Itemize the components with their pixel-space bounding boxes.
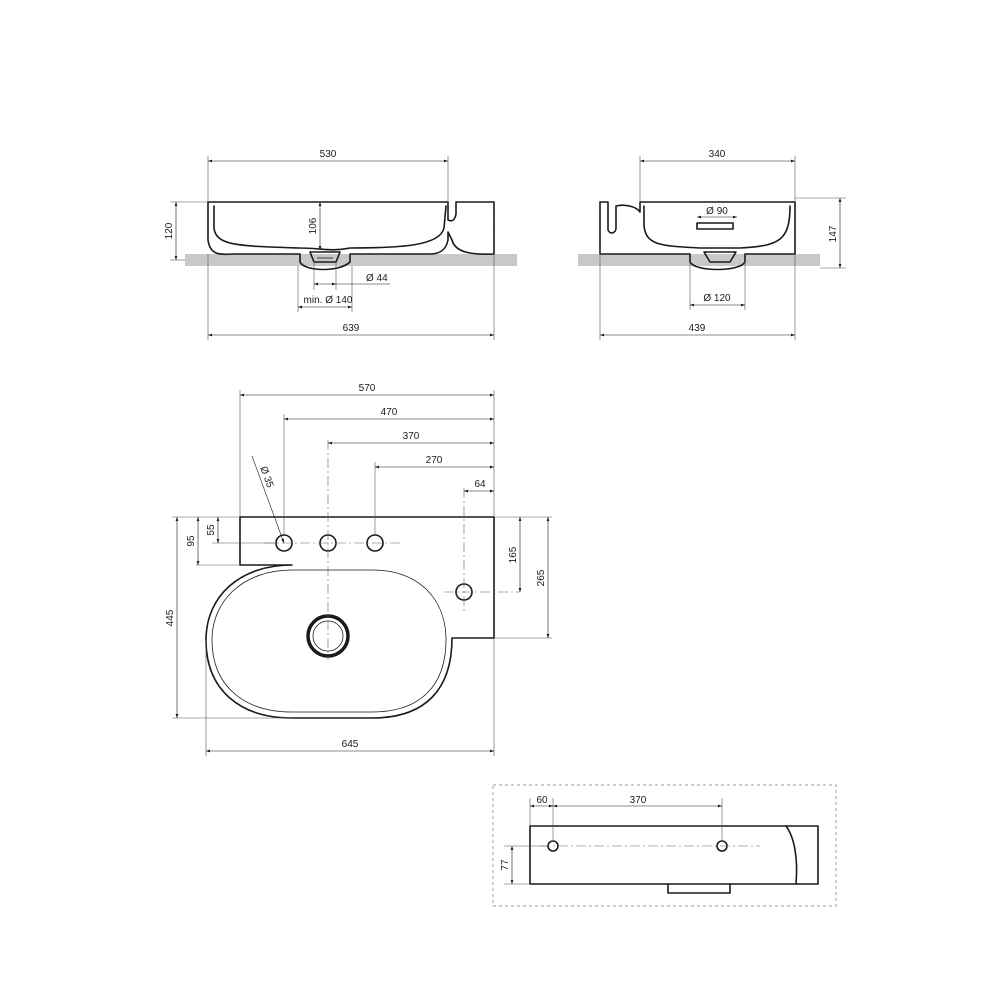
plan-dim-445: 445 (165, 609, 176, 626)
plan-dim-64: 64 (474, 479, 486, 490)
front-drain-label: Ø 44 (366, 273, 388, 284)
bowl-outline-plan (211, 569, 447, 713)
detail-frame (492, 784, 837, 907)
countertop-side (578, 254, 820, 266)
detail-basin-outline (529, 825, 819, 885)
basin-outer-front (207, 201, 495, 271)
detail-dim-60: 60 (536, 795, 548, 806)
front-width-label: 530 (320, 149, 337, 160)
front-cutout-label: min. Ø 140 (304, 295, 353, 306)
plan-dim-270: 270 (426, 455, 443, 466)
basin-inner-side (643, 205, 791, 249)
drain-side (703, 251, 737, 263)
plan-dim-165: 165 (508, 546, 519, 563)
front-overall-label: 639 (343, 323, 360, 334)
detail-view: 60 370 77 (492, 784, 837, 907)
basin-outline-plan (205, 516, 495, 719)
side-drain-label: Ø 120 (703, 293, 731, 304)
detail-drain (667, 883, 731, 894)
side-width-label: 340 (709, 149, 726, 160)
plan-dim-470: 470 (381, 407, 398, 418)
detail-dim-370: 370 (630, 795, 647, 806)
plan-dim-265: 265 (536, 569, 547, 586)
countertop-front (185, 254, 517, 266)
plan-dim-645: 645 (342, 739, 359, 750)
plan-dim-95: 95 (186, 535, 197, 547)
overflow-slot (696, 222, 734, 230)
detail-dim-77: 77 (500, 859, 511, 871)
side-overall-label: 439 (689, 323, 706, 334)
front-depth-label: 106 (308, 217, 319, 234)
basin-outer-side (599, 201, 796, 271)
plan-dim-370: 370 (403, 431, 420, 442)
side-view: 340 Ø 90 147 Ø 120 439 (578, 149, 846, 340)
plan-dim-55: 55 (206, 524, 217, 536)
side-overflow-label: Ø 90 (706, 206, 728, 217)
detail-end-cap (785, 825, 798, 885)
front-view: 530 120 106 Ø 44 min. Ø 140 639 (164, 149, 517, 340)
plan-view: 570 470 370 270 64 Ø 35 55 95 445 165 26… (165, 383, 552, 756)
front-height-label: 120 (164, 222, 175, 239)
plan-dim-570: 570 (359, 383, 376, 394)
side-height-label: 147 (828, 225, 839, 242)
basin-inner-front (213, 205, 447, 251)
